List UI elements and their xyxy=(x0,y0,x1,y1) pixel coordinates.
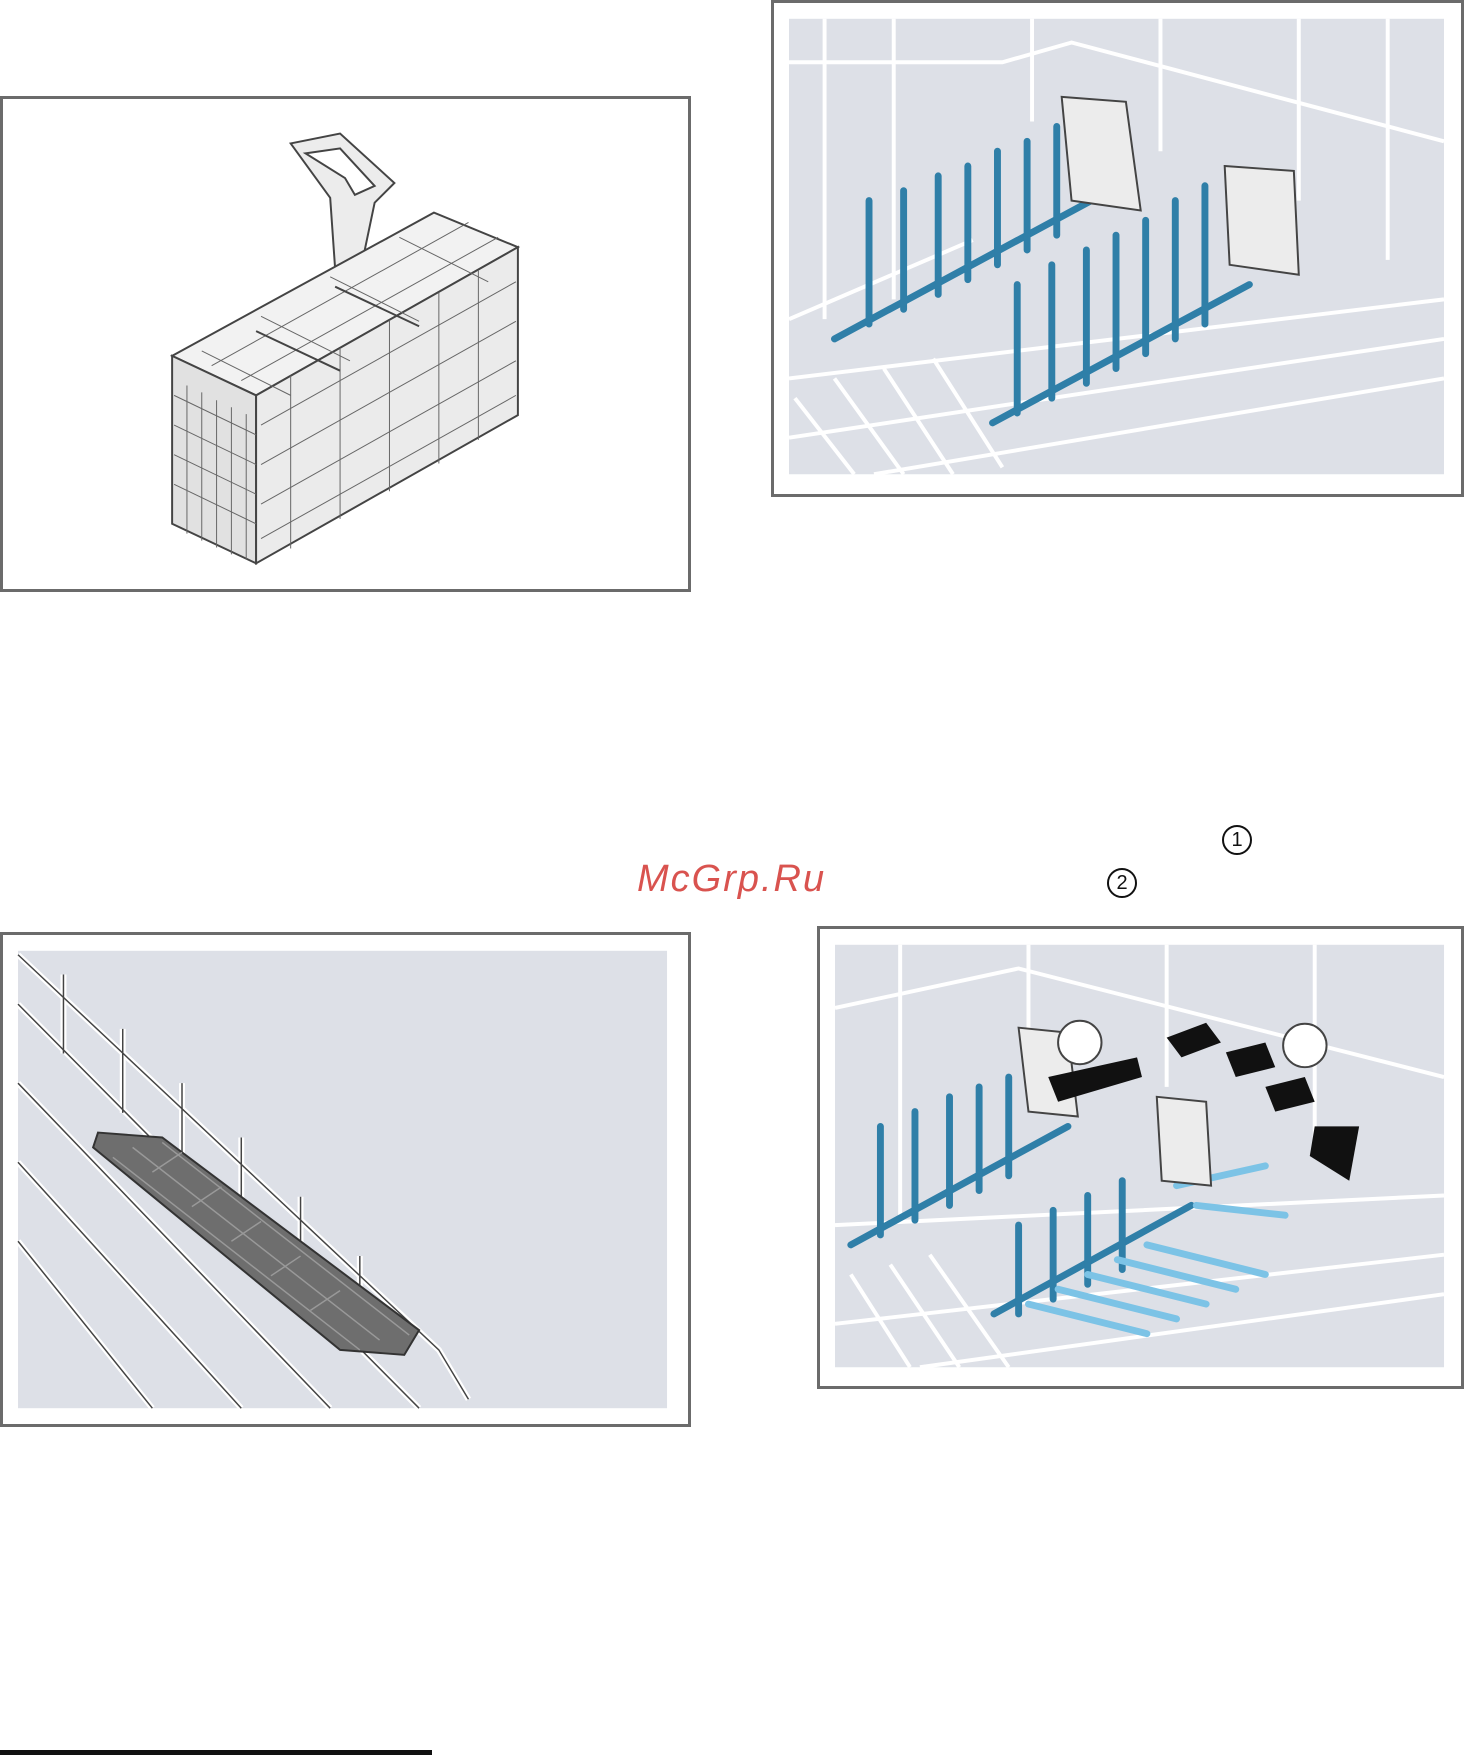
footer-rule xyxy=(0,1750,432,1755)
cutlery-basket-illustration xyxy=(3,99,688,589)
plate-racks-figure xyxy=(771,0,1464,497)
step-marker-2: 2 xyxy=(1107,868,1137,898)
knife-shelf-figure xyxy=(0,932,691,1427)
plate-racks-illustration xyxy=(774,3,1461,494)
watermark-text: McGrp.Ru xyxy=(637,858,826,901)
step-marker-1: 1 xyxy=(1222,825,1252,855)
fold-down-racks-figure xyxy=(817,926,1464,1389)
knife-shelf-illustration xyxy=(3,935,688,1424)
fold-down-racks-illustration xyxy=(820,929,1461,1386)
cutlery-basket-figure xyxy=(0,96,691,592)
